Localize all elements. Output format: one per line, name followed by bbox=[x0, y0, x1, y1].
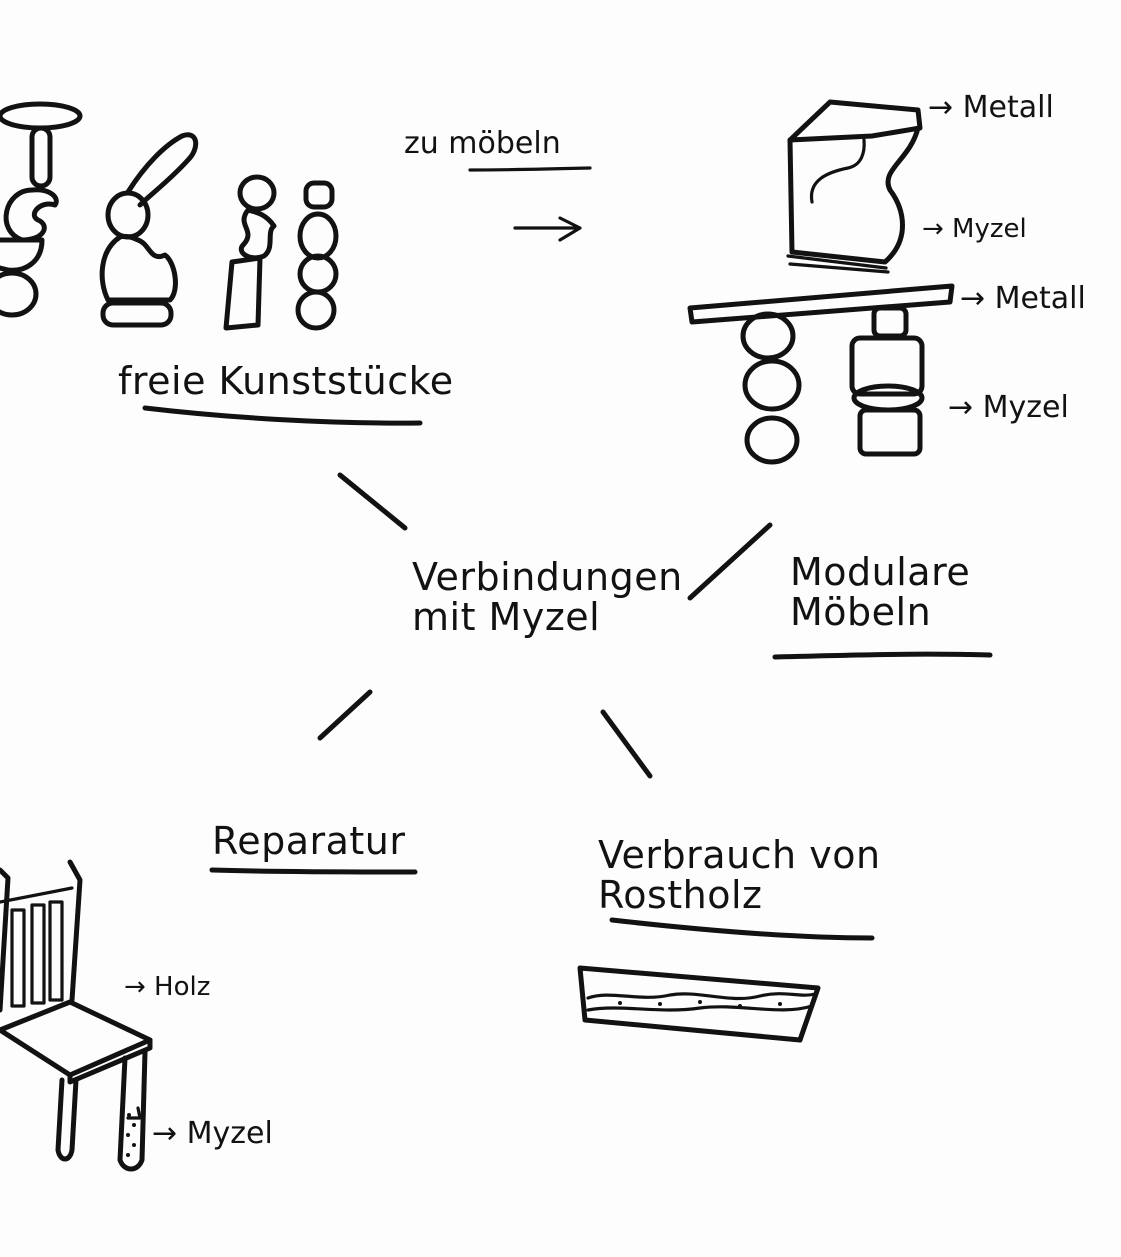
connector-to-modular bbox=[690, 525, 770, 598]
underline-art bbox=[145, 408, 420, 423]
branch-title-rotten-wood: Verbrauch von Rostholz bbox=[598, 836, 881, 916]
label-metal-top: → Metall bbox=[928, 92, 1054, 124]
chair-drawing bbox=[0, 862, 150, 1169]
center-topic: Verbindungen mit Myzel bbox=[412, 558, 683, 638]
connector-to-art bbox=[340, 475, 405, 528]
branch-title-modular: Modulare Möbeln bbox=[790, 553, 970, 633]
sculpture-one bbox=[0, 104, 80, 315]
branch-title-repair: Reparatur bbox=[212, 822, 406, 862]
underline-modular bbox=[775, 654, 990, 657]
underline-note bbox=[470, 168, 590, 170]
label-myzel-table: → Myzel bbox=[948, 392, 1069, 424]
connector-to-repair bbox=[320, 692, 370, 738]
label-metal-table: → Metall bbox=[960, 283, 1086, 315]
label-myzel-top: → Myzel bbox=[922, 216, 1027, 243]
connector-to-rotten-wood bbox=[603, 712, 650, 776]
modular-piece-top bbox=[788, 102, 920, 272]
sculpture-two bbox=[102, 135, 196, 325]
underline-repair bbox=[212, 870, 415, 872]
modular-table bbox=[690, 286, 952, 462]
branch-title-art: freie Kunststücke bbox=[118, 362, 454, 402]
note-to-furniture: zu möbeln bbox=[404, 128, 561, 160]
arrow-to-furniture bbox=[515, 218, 580, 240]
rotten-wood-beam bbox=[580, 968, 818, 1040]
sculpture-four bbox=[298, 183, 336, 328]
label-wood-chair: → Holz bbox=[124, 974, 210, 1001]
underline-rotten-wood bbox=[612, 920, 872, 938]
sculpture-three bbox=[226, 177, 274, 328]
label-myzel-chair: → Myzel bbox=[152, 1118, 273, 1150]
